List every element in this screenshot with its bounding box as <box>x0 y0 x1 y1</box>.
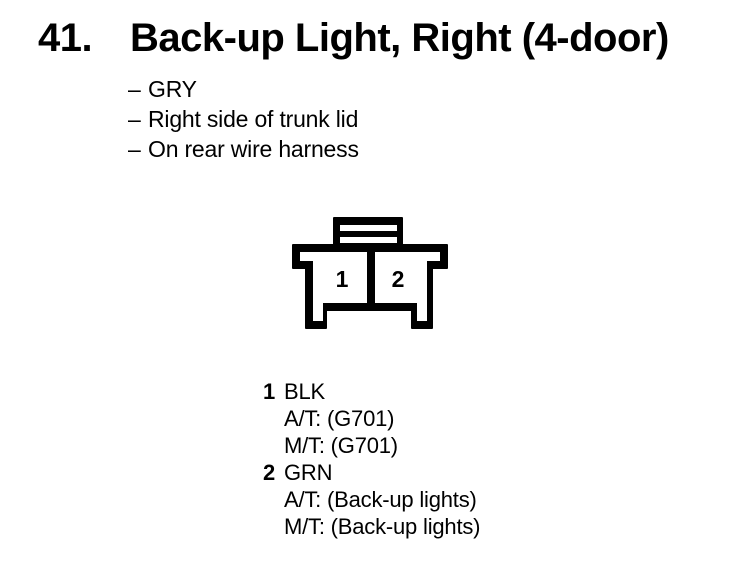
pin-wire-color: BLK <box>284 379 325 404</box>
detail-note-text: GRY <box>148 76 197 102</box>
pin-detail-at: A/T: (Back-up lights) <box>284 487 477 512</box>
pin-legend: 1 BLK A/T: (G701) M/T: (G701) 2 GRN A/T: (… <box>263 378 480 540</box>
connector-diagram: 1 2 <box>285 210 455 335</box>
dash-bullet: – <box>128 76 141 102</box>
connector-drawing: 1 2 <box>292 217 448 329</box>
section-heading: 41. Back-up Light, Right (4-door) <box>38 18 669 58</box>
connector-cavity-1 <box>300 252 367 321</box>
detail-note-text: Right side of trunk lid <box>148 106 359 132</box>
detail-note-harness: –On rear wire harness <box>128 134 359 164</box>
dash-bullet: – <box>128 106 141 132</box>
section-number: 41. <box>38 16 93 60</box>
pin-detail-mt: M/T: (Back-up lights) <box>284 514 481 539</box>
pin-entry-2: 2 GRN A/T: (Back-up lights) M/T: (Back-up… <box>263 459 480 540</box>
detail-note-text: On rear wire harness <box>148 136 359 162</box>
pin-head: 1 BLK <box>263 378 480 405</box>
connector-cavity-2 <box>375 252 440 321</box>
cavity-number-1: 1 <box>336 266 349 292</box>
pin-entry-1: 1 BLK A/T: (G701) M/T: (G701) <box>263 378 480 459</box>
pin-number: 1 <box>263 379 276 404</box>
pin-detail-mt: M/T: (G701) <box>284 433 398 458</box>
detail-note-location: –Right side of trunk lid <box>128 104 359 134</box>
detail-note-wire-color: –GRY <box>128 74 359 104</box>
dash-bullet: – <box>128 136 141 162</box>
detail-notes: –GRY –Right side of trunk lid –On rear w… <box>128 74 359 164</box>
connector-lock-tab <box>333 217 403 250</box>
pin-number: 2 <box>263 460 276 485</box>
cavity-number-2: 2 <box>392 266 405 292</box>
pin-detail-at: A/T: (G701) <box>284 406 395 431</box>
page-title: Back-up Light, Right (4-door) <box>130 16 669 60</box>
pin-wire-color: GRN <box>284 460 333 485</box>
pin-head: 2 GRN <box>263 459 480 486</box>
